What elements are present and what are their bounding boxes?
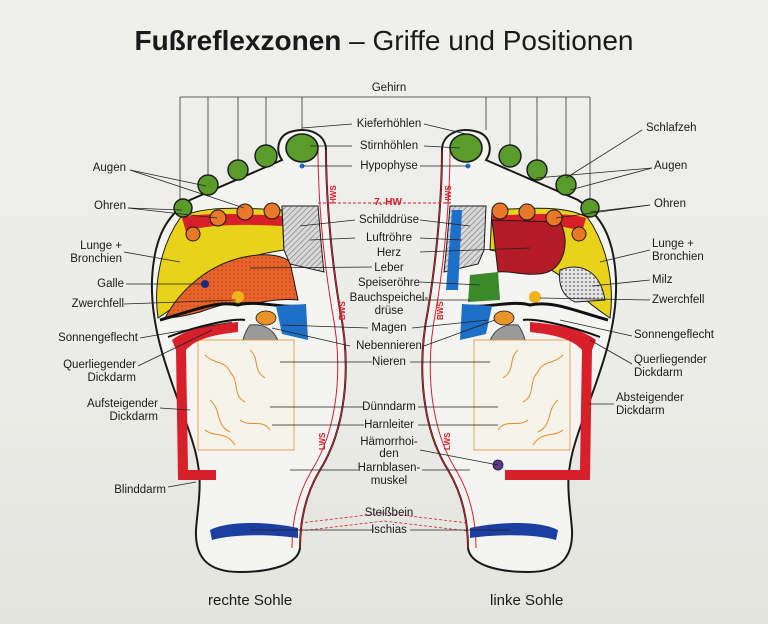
label-querliegender-right-2: Dickdarm [634, 367, 683, 379]
label-aufsteigender-1: Aufsteigender [87, 398, 158, 410]
label-7hw: 7. HW [374, 197, 402, 208]
label-blinddarm: Blinddarm [114, 484, 166, 496]
label-ischias: Ischias [371, 524, 407, 536]
label-schilddruese: Schilddrüse [358, 214, 420, 226]
label-haemorrhoi: Hämorrhoi- [360, 436, 418, 448]
label-nebennieren: Nebennieren [356, 340, 422, 352]
label-schlafzeh: Schlafzeh [646, 122, 697, 134]
left-intestine-zone [473, 339, 571, 451]
label-absteigender-1: Absteigender [616, 392, 684, 404]
right-thyroid-zone [281, 205, 325, 273]
label-sonnengeflecht-left: Sonnengeflecht [58, 332, 138, 344]
label-luftroehre: Luftröhre [365, 232, 413, 244]
label-milz: Milz [652, 274, 673, 286]
right-intestine-zone [197, 339, 295, 451]
label-galle: Galle [97, 278, 124, 290]
label-druese: drüse [374, 305, 404, 317]
label-herz: Herz [376, 247, 402, 259]
left-sciatic-zone [470, 523, 558, 540]
right-sole [150, 129, 347, 574]
label-bws-right: BWS [338, 301, 347, 320]
label-hws-left: HWS [444, 185, 453, 204]
leader-lines [123, 123, 653, 531]
brain-bracket [179, 96, 591, 200]
label-absteigender-2: Dickdarm [616, 405, 665, 417]
label-bws-left: BWS [436, 301, 445, 320]
label-harnleiter: Harnleiter [364, 419, 414, 431]
left-spleen-zone [559, 266, 606, 303]
label-ohren-left: Ohren [94, 200, 126, 212]
label-leber: Leber [374, 262, 404, 274]
label-bauchspeichel: Bauchspeichel- [349, 292, 429, 304]
label-augen-left: Augen [92, 162, 126, 174]
label-lws-left: LWS [443, 432, 452, 450]
label-linke-sohle: linke Sohle [490, 592, 564, 609]
left-stomach-zone [460, 304, 492, 340]
label-lunge-left-2: Bronchien [70, 253, 122, 265]
label-nieren: Nieren [372, 356, 406, 368]
label-aufsteigender-2: Dickdarm [109, 411, 158, 423]
label-duenndarm: Dünndarm [362, 401, 416, 413]
label-steissbein: Steißbein [364, 507, 414, 519]
label-lunge-right-1: Lunge + [652, 238, 694, 250]
label-hws-right: HWS [329, 185, 338, 204]
label-speiseroehre: Speiseröhre [357, 277, 420, 289]
left-colon-zone [505, 322, 596, 480]
label-harnblasen: Harnblasen- [357, 462, 421, 474]
label-querliegender-right-1: Querliegender [634, 354, 707, 366]
label-rechte-sohle: rechte Sohle [208, 592, 293, 609]
label-ohren-right: Ohren [654, 198, 686, 210]
label-muskel: muskel [370, 475, 408, 487]
label-den: den [379, 448, 399, 460]
label-lunge-right-2: Bronchien [652, 251, 704, 263]
label-zwerchfell-left: Zwerchfell [71, 298, 124, 310]
label-lws-right: LWS [318, 432, 327, 450]
right-liver-zone [164, 254, 299, 319]
label-zwerchfell-right: Zwerchfell [652, 294, 705, 306]
label-lunge-left-1: Lunge + [80, 240, 122, 252]
label-querliegender-left-2: Dickdarm [87, 372, 136, 384]
page-title: Fußreflexzonen – Griffe und Positionen [134, 25, 634, 56]
right-toes [173, 133, 319, 242]
label-gehirn: Gehirn [371, 82, 407, 94]
left-heart-zone [491, 219, 566, 275]
label-kieferhoehlen: Kieferhöhlen [356, 118, 422, 130]
left-sole [421, 129, 618, 574]
label-sonnengeflecht-right: Sonnengeflecht [634, 329, 714, 341]
label-hypophyse: Hypophyse [360, 160, 418, 172]
right-colon-zone [172, 322, 238, 480]
label-stirnhoehlen: Stirnhöhlen [359, 140, 419, 152]
label-querliegender-left-1: Querliegender [63, 359, 136, 371]
right-sciatic-zone [210, 523, 298, 540]
label-augen-right: Augen [654, 160, 688, 172]
label-magen: Magen [371, 322, 407, 334]
